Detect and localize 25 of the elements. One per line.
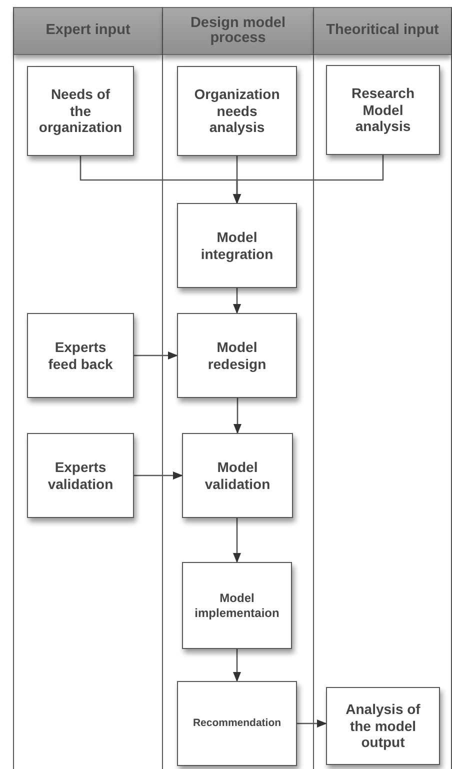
process-box: Recommendation: [177, 681, 297, 766]
process-box: Research Model analysis: [326, 65, 440, 155]
process-box: Model implementaion: [182, 562, 292, 649]
arrow: [233, 649, 241, 682]
process-box: Model validation: [182, 433, 293, 518]
arrow: [233, 155, 384, 204]
process-box: Experts feed back: [27, 313, 134, 398]
swimlane: [162, 7, 313, 769]
process-box: Model integration: [177, 203, 297, 288]
process-box: Experts validation: [27, 433, 134, 518]
arrow: [233, 288, 241, 314]
lane-header: Theoritical input: [314, 7, 451, 55]
process-box: Analysis of the model output: [326, 687, 440, 765]
arrow: [234, 398, 242, 434]
arrow: [297, 720, 327, 728]
arrow: [233, 518, 241, 563]
process-box: Organization needs analysis: [177, 66, 297, 156]
process-box: Model redesign: [177, 313, 297, 398]
arrow: [134, 352, 178, 360]
arrow: [134, 472, 183, 480]
swimlane: [313, 7, 452, 769]
lane-header: Design model process: [163, 7, 313, 55]
lane-header: Expert input: [14, 7, 162, 55]
process-box: Needs of the organization: [27, 66, 134, 156]
swimlane: [13, 7, 162, 769]
